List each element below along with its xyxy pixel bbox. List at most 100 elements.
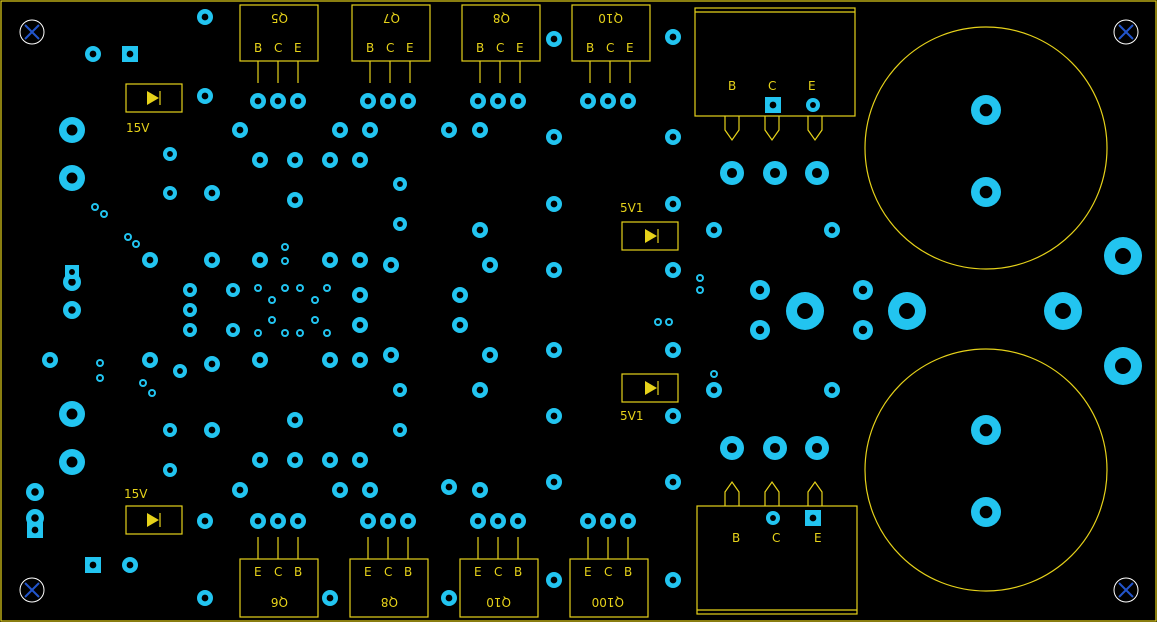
mount-hole-icon <box>1113 19 1139 45</box>
pad-hole <box>797 303 813 319</box>
pad-hole <box>68 306 76 314</box>
pad-hole <box>1115 248 1131 264</box>
pad-hole <box>604 517 612 525</box>
power-transistor-bottom: B C E <box>696 480 858 615</box>
pad-hole <box>291 156 299 164</box>
pad-hole <box>809 514 817 522</box>
pad-hole <box>366 126 374 134</box>
pin-label-b: B <box>732 531 740 545</box>
pad-hole <box>46 356 54 364</box>
pad-hole <box>102 212 106 216</box>
zener-label: 15V <box>124 487 148 501</box>
pad-hole <box>550 200 558 208</box>
pad-hole <box>624 97 632 105</box>
pin-label-e: E <box>474 565 482 579</box>
pad-hole <box>456 291 464 299</box>
pin-label-e: E <box>406 41 414 55</box>
pad-hole <box>294 97 302 105</box>
pad-hole <box>770 515 776 521</box>
pad-hole <box>979 423 993 437</box>
pad-hole <box>187 327 193 333</box>
pad-hole <box>66 172 78 184</box>
pad-hole <box>270 298 274 302</box>
pad-hole <box>283 245 287 249</box>
pad-hole <box>667 320 671 324</box>
transistor-label: Q10 <box>486 595 511 609</box>
pad-hole <box>810 102 816 108</box>
pad-hole <box>291 456 299 464</box>
pad-hole <box>550 412 558 420</box>
pad-hole <box>486 261 494 269</box>
pad-hole <box>550 133 558 141</box>
pad-hole <box>298 331 302 335</box>
pad-hole <box>150 391 154 395</box>
pad-hole <box>669 412 677 420</box>
pad-hole <box>336 486 344 494</box>
pad-hole <box>604 97 612 105</box>
pad-hole <box>445 483 453 491</box>
pad-hole <box>283 259 287 263</box>
pad-hole <box>494 97 502 105</box>
pad-hole <box>270 318 274 322</box>
pads <box>26 9 1142 606</box>
zener-diode-5v1-top: 5V1 <box>620 201 679 251</box>
pad-hole <box>126 50 134 58</box>
pad-hole <box>66 408 78 420</box>
pad-hole <box>89 561 97 569</box>
pad-hole <box>325 331 329 335</box>
pad-hole <box>584 97 592 105</box>
pad-hole <box>294 517 302 525</box>
pad-hole <box>256 156 264 164</box>
pad-hole <box>68 278 76 286</box>
pin-label-b: B <box>404 565 412 579</box>
pad-hole <box>256 456 264 464</box>
pad-hole <box>187 307 193 313</box>
pad-hole <box>811 442 823 454</box>
pin-label-e: E <box>254 565 262 579</box>
pin-label-c: C <box>604 565 612 579</box>
pad-hole <box>387 351 395 359</box>
zener-label: 15V <box>126 121 150 135</box>
pad-hole <box>514 97 522 105</box>
pad-hole <box>201 517 209 525</box>
pad-hole <box>755 325 765 335</box>
pad-hole <box>236 126 244 134</box>
pad-hole <box>669 478 677 486</box>
mounting-holes <box>19 19 1139 603</box>
pad-hole <box>476 126 484 134</box>
pad-hole <box>167 151 173 157</box>
pad-hole <box>476 226 484 234</box>
pin-label-c: C <box>274 41 282 55</box>
pad-hole <box>364 517 372 525</box>
pad-hole <box>141 381 145 385</box>
pad-hole <box>167 427 173 433</box>
pad-hole <box>126 561 134 569</box>
pad-hole <box>514 517 522 525</box>
zener-diode-5v1-bottom: 5V1 <box>620 373 679 423</box>
pad-hole <box>1115 358 1131 374</box>
pad-hole <box>167 190 173 196</box>
transistor-q8: Q8 B C E <box>461 4 541 83</box>
pad-hole <box>397 427 403 433</box>
pad-hole <box>710 386 718 394</box>
pad-hole <box>31 488 39 496</box>
pad-hole <box>313 318 317 322</box>
pad-hole <box>326 256 334 264</box>
pad-hole <box>126 235 130 239</box>
mount-hole-icon <box>1113 577 1139 603</box>
pad-hole <box>356 356 364 364</box>
pad-hole <box>283 331 287 335</box>
pad-hole <box>476 486 484 494</box>
transistor-q8b: B C E Q8 <box>349 537 429 618</box>
pad-hole <box>979 103 993 117</box>
zener-diode-15v-bottom: 15V <box>124 487 183 535</box>
pad-hole <box>474 517 482 525</box>
pad-hole <box>550 478 558 486</box>
transistor-q6: B C E Q6 <box>239 537 319 618</box>
pad-hole <box>291 416 299 424</box>
pad-hole <box>326 356 334 364</box>
transistor-label: Q10 <box>598 11 623 25</box>
pin-label-c: C <box>768 79 776 93</box>
